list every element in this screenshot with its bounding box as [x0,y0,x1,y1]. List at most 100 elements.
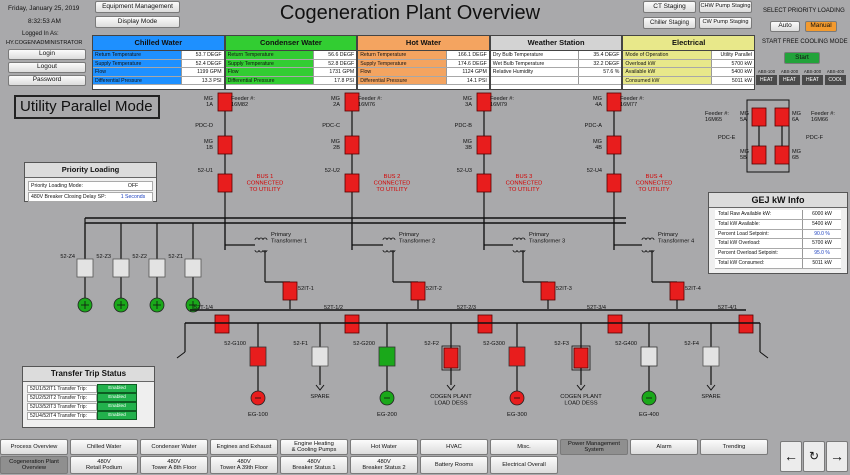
breaker-it[interactable] [669,281,685,301]
breaker-mg6b[interactable] [774,145,790,165]
chw-pump-staging-button[interactable]: CHW Pump Staging [699,1,752,13]
gej-row: Total Raw Available kW:6000 kW [715,210,841,220]
u-breaker-label: 52-U2 [325,168,340,174]
tab-tabs_row1-10[interactable]: Trending [700,439,768,455]
ct-staging-button[interactable]: CT Staging [643,1,696,13]
tab-tabs_row2-5[interactable]: 480V Breaker Status 2 [350,456,418,474]
tab-tabs_row1-0[interactable]: Process Overview [0,439,68,455]
breaker-mg-top[interactable] [606,92,622,112]
breaker-mg-bot[interactable] [344,135,360,155]
history-icon[interactable]: ↻ [803,441,825,472]
tab-tabs_row1-2[interactable]: Condenser Water [140,439,208,455]
tab-tabs_row1-4[interactable]: Engine Heating & Cooling Pumps [280,439,348,455]
breaker-it[interactable] [540,281,556,301]
tab-tabs_row2-0[interactable]: Cogeneration Plant Overview [0,456,68,474]
breaker-mg-bot[interactable] [476,135,492,155]
breaker-u[interactable] [344,173,360,193]
tab-tabs_row1-5[interactable]: Hot Water [350,439,418,455]
tab-tabs_row1-1[interactable]: Chilled Water [70,439,138,455]
auto-button[interactable]: Auto [770,21,800,32]
info-row-label: Mode of Operation [623,51,712,59]
transfer-trip-status: Enabled [97,402,137,411]
breaker-mg-bot[interactable] [217,135,233,155]
cw-pump-staging-button[interactable]: CW Pump Staging [699,17,752,29]
priority-row: 480V Breaker Closing Delay SP:1 Seconds [28,192,153,202]
breaker-gen[interactable] [378,346,396,367]
info-row-label: Supply Temperature [225,59,315,67]
breaker-mg-top[interactable] [217,92,233,112]
breaker-t[interactable] [344,314,360,334]
tab-tabs_row2-4[interactable]: 480V Breaker Status 1 [280,456,348,474]
breaker-z[interactable] [112,258,130,278]
tab-tabs_row2-6[interactable]: Battery Rooms [420,456,488,474]
tab-tabs_row1-3[interactable]: Engines and Exhaust [210,439,278,455]
breaker-mg5b[interactable] [751,145,767,165]
password-button[interactable]: Password [8,75,86,86]
arrow-left-icon[interactable]: ← [780,441,802,472]
load-arrow-icon [446,384,456,391]
tab-tabs_row1-6[interactable]: HVAC [420,439,488,455]
tab-tabs_row1-7[interactable]: Misc. [490,439,558,455]
arrow-right-icon[interactable]: → [826,441,848,472]
it-breaker-label: 52IT-3 [556,286,572,292]
display-mode-button[interactable]: Display Mode [95,16,180,28]
breaker-feeder[interactable] [573,347,589,369]
chiller-staging-button[interactable]: Chiller Staging [643,17,696,29]
manual-button[interactable]: Manual [805,21,837,32]
breaker-z[interactable] [148,258,166,278]
breaker-feeder[interactable] [311,346,329,367]
login-button[interactable]: Login [8,49,86,60]
info-row-label: Differential Pressure [358,76,447,84]
breaker-z[interactable] [184,258,202,278]
breaker-mg6a[interactable] [774,107,790,127]
breaker-mg-top[interactable] [476,92,492,112]
z-breaker-label: 52-Z3 [96,254,111,260]
breaker-mg5a[interactable] [751,107,767,127]
tab-tabs_row1-8[interactable]: Power Management System [560,439,628,455]
breaker-t[interactable] [738,314,754,334]
tab-tabs_row2-2[interactable]: 480V Tower A 8th Floor [140,456,208,474]
abs-unit-state: HEAT [779,75,800,85]
breaker-mg-bot[interactable] [606,135,622,155]
info-row-label: Flow [358,68,447,76]
breaker-t[interactable] [214,314,230,334]
tab-tabs_row2-3[interactable]: 480V Tower A 39th Floor [210,456,278,474]
breaker-gen[interactable] [249,346,267,367]
info-row-value: Utility Parallel [720,52,752,58]
breaker-t[interactable] [477,314,493,334]
generator-label: EG-200 [377,412,397,418]
info-row-label: Wet Bulb Temperature [491,59,580,67]
breaker-mg-top[interactable] [344,92,360,112]
tab-tabs_row2-7[interactable]: Electrical Overall [490,456,558,474]
breaker-u[interactable] [476,173,492,193]
feeder-breaker-label: 52-F1 [293,341,308,347]
tab-tabs_row1-9[interactable]: Alarm [630,439,698,455]
equipment-management-button[interactable]: Equipment Management [95,1,180,13]
info-row-value: 5400 kW [731,69,752,75]
logout-button[interactable]: Logout [8,62,86,73]
breaker-feeder[interactable] [443,347,459,369]
breaker-gen[interactable] [508,346,526,367]
breaker-feeder[interactable] [702,346,720,367]
breaker-it[interactable] [410,281,426,301]
tab-tabs_row2-1[interactable]: 480V Retail Podium [70,456,138,474]
breaker-u[interactable] [217,173,233,193]
breaker-it[interactable] [282,281,298,301]
start-free-cooling-button[interactable]: Start [784,52,820,64]
breaker-gen[interactable] [640,346,658,367]
breaker-u[interactable] [606,173,622,193]
info-row-value: 14.1 PSI [466,77,487,84]
breaker-t[interactable] [607,314,623,334]
breaker-z[interactable] [76,258,94,278]
